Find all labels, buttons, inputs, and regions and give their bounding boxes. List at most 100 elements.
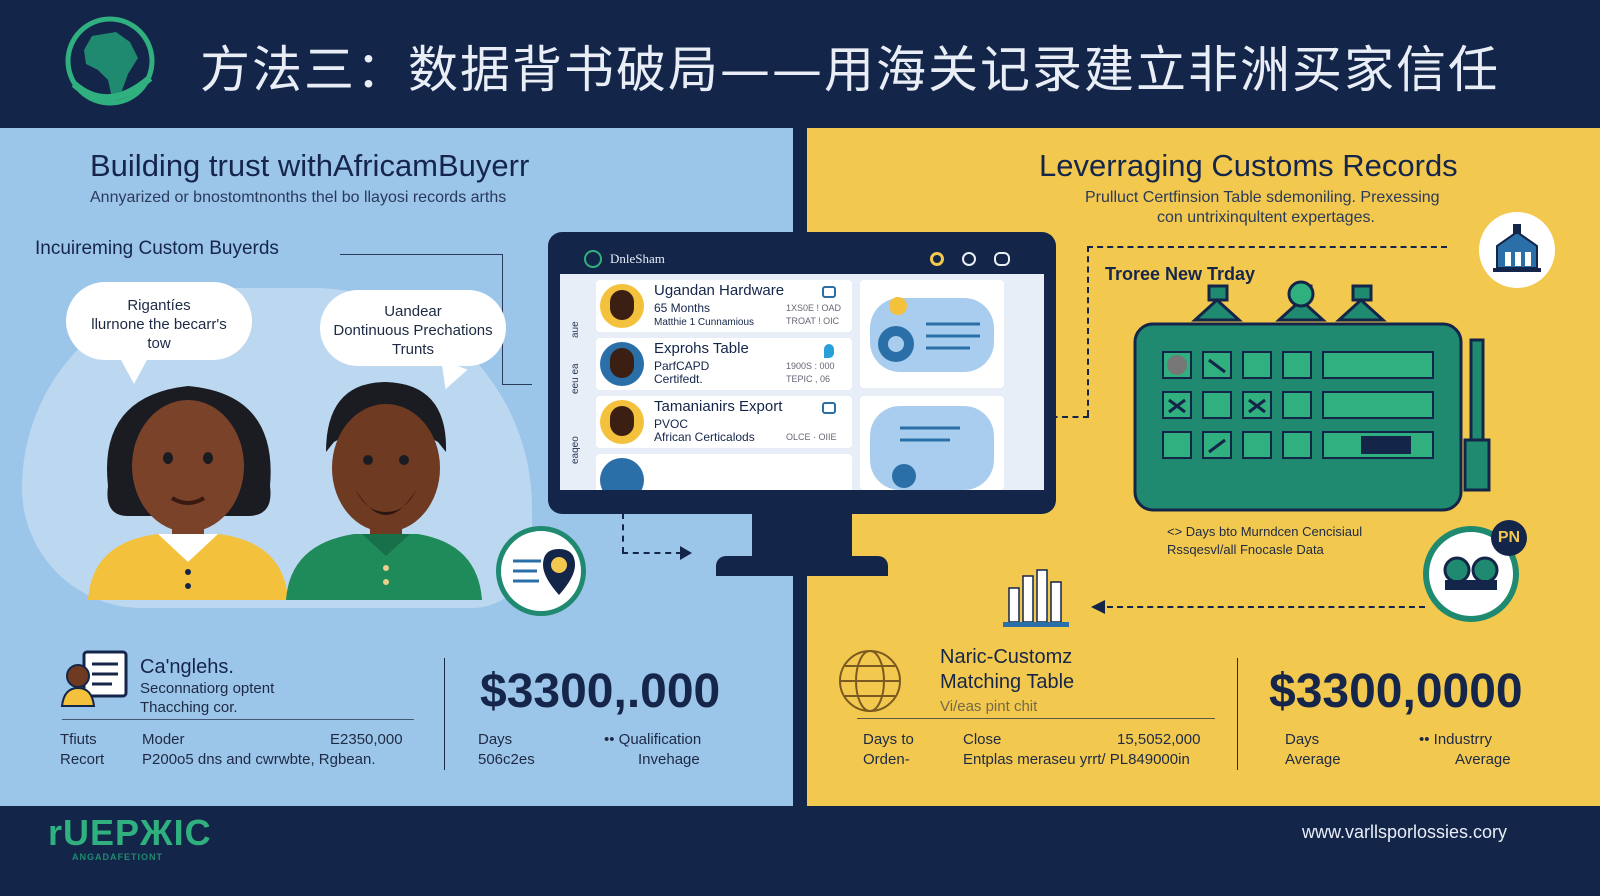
brand-tagline: ANGADAFETIONT: [72, 852, 163, 862]
record-value: 1900S : 000: [786, 361, 835, 371]
card-line: Seconnatiorg optent: [140, 680, 275, 697]
board-caption: <> Days bto Murndcen Cencisiaul: [1167, 524, 1363, 539]
bubble-line: Dontinuous Prechations: [333, 322, 493, 339]
big-stat-value: $3300,.000: [480, 665, 721, 718]
bar-chart-icon: [1003, 569, 1069, 627]
report-icon: [870, 406, 994, 490]
bubble-line: Trunts: [392, 341, 434, 358]
stat-cell: Close: [963, 731, 1002, 748]
record-row[interactable]: Ugandan Hardware 65 Months Matthie 1 Cun…: [596, 280, 852, 332]
avatar: [600, 458, 644, 490]
stat-cell: Days: [478, 731, 513, 748]
customs-data-board-illustration: [1133, 280, 1491, 512]
settings-icon[interactable]: [962, 252, 976, 266]
connector-line: [502, 384, 532, 385]
speech-bubble-2: Uandear Dontinuous Prechations Trunts: [320, 290, 506, 366]
brand-logo: rUEPЖIC: [48, 812, 212, 853]
left-subheading: Annyarized or bnostomtnonths thel bo lla…: [90, 189, 507, 206]
stat-cell: E2350,000: [330, 731, 403, 748]
vertical-divider: [444, 658, 445, 770]
connector-line: [340, 254, 502, 255]
stat-cell: •• Industrry: [1419, 731, 1493, 748]
bubble-line: Rigantíes: [127, 297, 191, 314]
bubble-tail: [120, 358, 148, 384]
stat-cell: Recort: [60, 751, 105, 768]
arrow-line: [622, 513, 624, 553]
stat-cell: Days to: [863, 731, 914, 748]
woman-buyer-illustration: [88, 386, 288, 600]
record-row[interactable]: Tamanianirs Export PVOC African Certical…: [596, 396, 852, 448]
analytics-widget[interactable]: [860, 280, 1004, 388]
record-row[interactable]: Exprohs Table ParfCAPD Certifedt. 1900S …: [596, 338, 852, 390]
right-subheading: Prulluct Certfinsion Table sdemoniling. …: [1085, 189, 1440, 206]
africa-globe-icon: [65, 16, 155, 106]
arrow-head: [680, 546, 692, 560]
card-title: Matching Table: [940, 671, 1075, 693]
stat-cell: Invehage: [638, 751, 700, 768]
building-icon: [1493, 224, 1541, 272]
lock-icon: [822, 286, 836, 298]
avatar-face: [610, 406, 634, 436]
app-name: DnleSham: [610, 251, 665, 266]
record-line: ParfCAPD: [654, 359, 710, 373]
stat-cell: 506c2es: [478, 751, 535, 768]
stat-cell: Average: [1455, 751, 1511, 768]
user-icon[interactable]: [994, 252, 1010, 266]
stat-cell: Tfiuts: [60, 731, 97, 748]
gear-chart-icon: [870, 297, 994, 372]
notification-icon[interactable]: [930, 252, 944, 266]
record-title: Exprohs Table: [654, 340, 749, 357]
stat-cell: Orden-: [863, 751, 910, 768]
speech-bubble-1: Rigantíes llurnone the becarr's tow: [66, 282, 252, 360]
stat-cell: Average: [1285, 751, 1341, 768]
dashed-connector: [1087, 246, 1089, 416]
divider-rule: [857, 718, 1215, 719]
card-title: Naric-Customz: [940, 646, 1073, 668]
avatar-face: [610, 290, 634, 320]
page-title: 方法三：数据背书破局——用海关记录建立非洲买家信任: [200, 41, 1500, 99]
card-line: Thacching cor.: [140, 699, 238, 716]
lock-icon: [822, 402, 836, 414]
section-label: Troree New Trday: [1105, 264, 1256, 284]
stat-cell: Moder: [142, 731, 185, 748]
document-profile-icon: [60, 650, 128, 707]
handshake-badge: [1423, 526, 1519, 622]
record-line: Matthie 1 Cunnamious: [654, 317, 755, 328]
side-label: eaqeo: [570, 436, 581, 464]
bubble-line: llurnone the becarr's: [91, 316, 227, 333]
record-value: OLCE · OIIE: [786, 432, 837, 442]
section-label: Incuireming Custom Buyerds: [35, 238, 279, 259]
screen-title-bar: DnleSham: [560, 244, 1044, 274]
record-value: TROAT ! OIC: [786, 316, 840, 326]
stat-cell: •• Qualification: [604, 731, 702, 748]
location-badge: [496, 526, 586, 616]
badge-label: PN: [1491, 520, 1527, 556]
avatar-face: [610, 348, 634, 378]
stat-cell: Entplas meraseu yrrt/ PL849000in: [963, 751, 1190, 768]
map-pin-icon: [513, 549, 575, 595]
record-value: 1XS0E ! OAD: [786, 303, 842, 313]
record-title: Tamanianirs Export: [654, 398, 783, 415]
website-url[interactable]: www.varllsporlossies.cory: [1302, 822, 1508, 842]
right-subheading: con untrixinqultent expertages.: [1157, 209, 1375, 226]
meeting-icon: [1443, 556, 1499, 590]
record-title: Ugandan Hardware: [654, 282, 785, 299]
dashed-arrow: [1107, 606, 1425, 608]
dashed-connector: [1041, 416, 1089, 418]
bubble-line: Uandear: [384, 303, 442, 320]
divider-rule: [62, 719, 414, 720]
pin-icon: [824, 344, 834, 358]
report-widget[interactable]: [860, 396, 1004, 490]
stat-cell: Days: [1285, 731, 1320, 748]
vertical-divider: [1237, 658, 1238, 770]
dashed-connector: [1087, 246, 1447, 248]
left-heading: Building trust withAfricamBuyerr: [90, 148, 530, 183]
bubble-line: tow: [147, 335, 171, 352]
record-row[interactable]: [596, 454, 852, 490]
card-title: Ca'nglehs.: [140, 656, 234, 678]
man-buyer-illustration: [286, 382, 482, 600]
card-sub: Vi/eas pint chit: [940, 698, 1038, 715]
right-heading: Leverraging Customs Records: [1039, 148, 1458, 183]
record-value: TEPIC , 06: [786, 374, 831, 384]
